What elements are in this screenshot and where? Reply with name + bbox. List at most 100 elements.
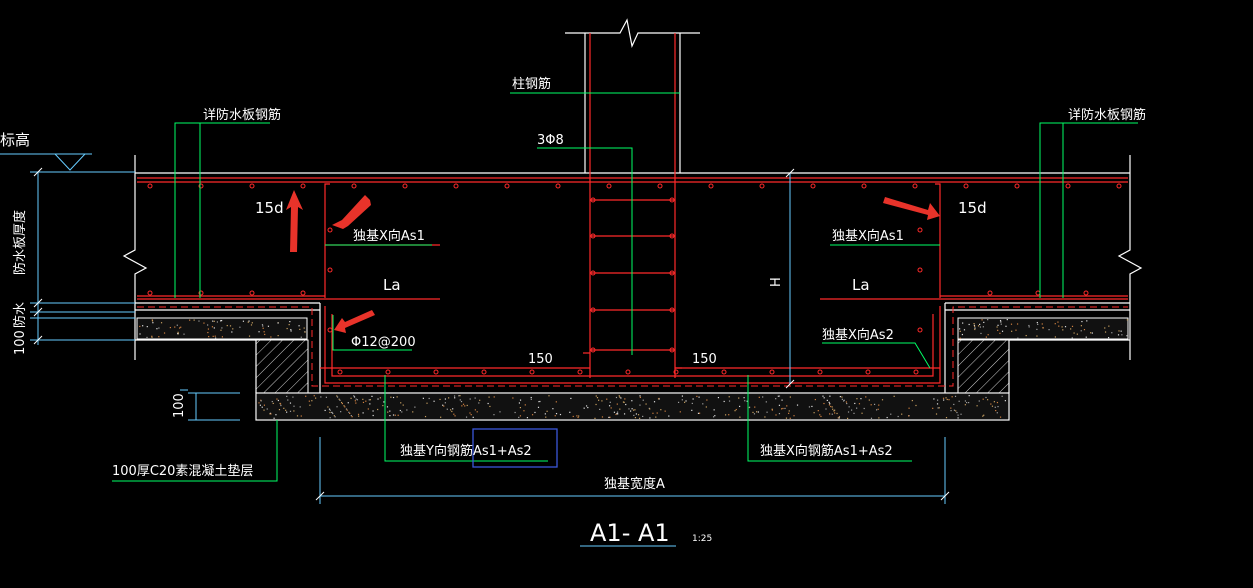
speckle (286, 395, 288, 398)
speckle (555, 401, 557, 403)
speckle (271, 400, 273, 403)
speckle (461, 405, 463, 407)
speckle (290, 330, 292, 332)
speckle (979, 323, 981, 326)
speckle (937, 407, 939, 409)
speckle (369, 403, 371, 405)
speckle (950, 410, 952, 412)
speckle (377, 408, 379, 411)
speckle (826, 399, 828, 402)
speckle (1004, 400, 1006, 402)
speckle (198, 320, 200, 322)
speckle (838, 417, 840, 419)
speckle (151, 335, 153, 337)
speckle (277, 399, 279, 402)
rebar-dot (1065, 183, 1071, 189)
speckle (622, 401, 625, 403)
speckle (214, 335, 216, 337)
speckle (264, 333, 266, 336)
speckle (355, 398, 357, 400)
speckle (822, 395, 824, 397)
speckle (788, 412, 790, 414)
speckle (781, 399, 783, 401)
speckle (1104, 331, 1107, 333)
speckle (277, 322, 279, 324)
speckle (537, 406, 540, 408)
speckle (831, 406, 833, 408)
speckle (808, 406, 811, 408)
speckle (339, 399, 341, 401)
speckle (353, 395, 355, 397)
rebar-dot (433, 369, 439, 375)
speckle (1080, 330, 1082, 332)
speckle (599, 408, 601, 410)
speckle (990, 403, 992, 405)
speckle (538, 401, 540, 403)
speckle (464, 405, 466, 407)
speckle (299, 328, 301, 330)
speckle (1107, 337, 1110, 339)
speckle (1048, 329, 1050, 331)
speckle (728, 396, 730, 398)
speckle (850, 409, 853, 411)
speckle (788, 410, 790, 412)
speckle (775, 414, 777, 416)
speckle (263, 331, 265, 333)
speckle (598, 399, 600, 401)
speckle (656, 412, 658, 414)
speckle (478, 402, 480, 404)
speckle (526, 417, 529, 419)
speckle (856, 398, 858, 400)
label-x-as1-right: 独基X向As1 (832, 228, 904, 244)
speckle (856, 407, 858, 409)
speckle (309, 404, 311, 406)
speckle (239, 326, 241, 328)
speckle (193, 319, 195, 321)
speckle (978, 400, 980, 402)
speckle (262, 327, 264, 329)
rebar-dot (759, 183, 765, 189)
speckles (139, 319, 1128, 419)
speckle (267, 325, 270, 327)
speckle (178, 327, 181, 329)
speckle (616, 411, 619, 413)
speckle (311, 400, 313, 402)
speckle (908, 407, 910, 409)
label-stirrup: 3Φ8 (537, 133, 564, 148)
speckle (653, 401, 656, 403)
speckle (139, 325, 141, 328)
speckle (308, 400, 310, 402)
speckle (863, 407, 865, 410)
speckle (362, 398, 364, 400)
speckle (698, 412, 701, 414)
speckle (753, 413, 756, 415)
speckle (609, 401, 611, 403)
rebar-dot (708, 183, 714, 189)
speckle (1064, 326, 1067, 328)
speckle (735, 408, 737, 411)
speckle (962, 322, 964, 324)
speckle (347, 402, 349, 404)
speckle (299, 406, 301, 408)
speckle (743, 397, 745, 399)
speckle (286, 411, 288, 413)
blinding-layers (136, 317, 1129, 419)
speckle (619, 408, 621, 410)
rebar-dot (669, 307, 675, 313)
speckle (1001, 395, 1003, 397)
rebar-dot (1116, 183, 1122, 189)
speckle (372, 414, 374, 417)
speckle (397, 414, 399, 416)
speckle (356, 399, 359, 401)
speckle (811, 405, 813, 408)
speckle (220, 329, 222, 331)
speckle (953, 409, 956, 411)
label-elevation: 标高 (0, 131, 30, 149)
speckle (951, 396, 953, 398)
speckle (262, 325, 264, 327)
speckle (623, 401, 625, 403)
speckle (819, 414, 821, 416)
speckle (754, 406, 756, 408)
speckle (832, 408, 834, 410)
speckle (151, 336, 153, 338)
